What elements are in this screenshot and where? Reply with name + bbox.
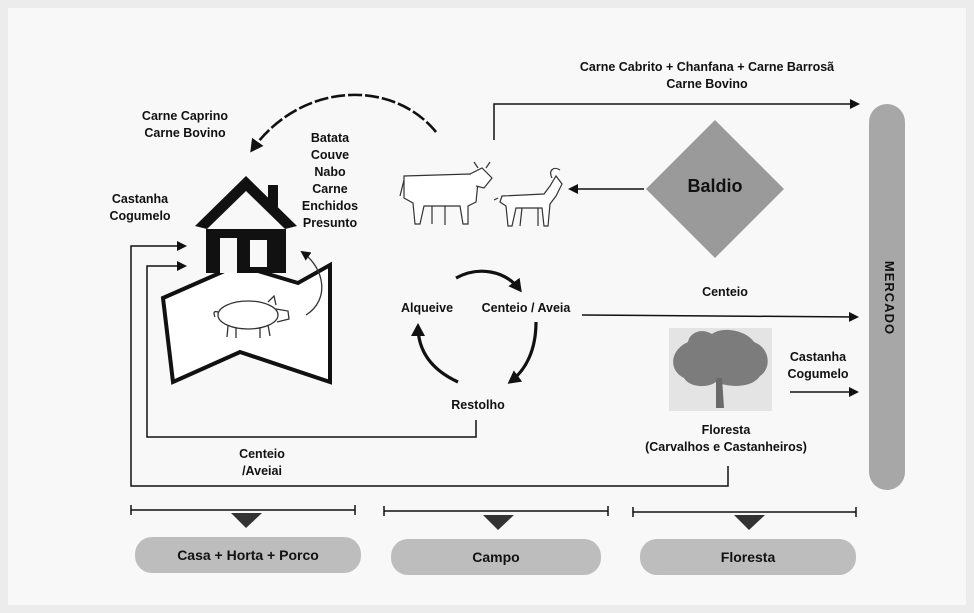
- cycle-arrow-top: [455, 269, 522, 293]
- cycle-arrow-right: [507, 321, 538, 384]
- cow-icon: [399, 161, 493, 225]
- zone-bracket-floresta: [632, 507, 857, 517]
- market-forest-label-2: Cogumelo: [787, 367, 849, 381]
- mercado-bar: [869, 104, 905, 490]
- baldio-label: Baldio: [687, 176, 743, 196]
- zone-pill-casa: Casa + Horta + Porco: [135, 537, 361, 573]
- pig-product-0: Batata: [310, 131, 350, 145]
- alqueive-label: Alqueive: [400, 301, 454, 315]
- market-meat-label-2: Carne Bovino: [666, 77, 748, 91]
- house-icon: [195, 176, 297, 273]
- house-cereal-label-2: /Aveiai: [242, 464, 282, 478]
- baldio-diamond: [646, 120, 784, 258]
- market-meat-label-1: Carne Cabrito + Chanfana + Carne Barrosã: [579, 60, 835, 74]
- restolho-label: Restolho: [451, 398, 505, 412]
- zone-pill-campo: Campo: [391, 539, 601, 575]
- goat-icon: [493, 167, 563, 227]
- market-forest-label-1: Castanha: [789, 350, 847, 364]
- house-meat-label-2: Carne Bovino: [144, 126, 226, 140]
- pig-product-4: Enchidos: [301, 199, 359, 213]
- pig-product-5: Presunto: [302, 216, 358, 230]
- pig-products-arrow: [300, 250, 323, 316]
- floresta-caption: Floresta: [701, 423, 751, 437]
- zone-pill-floresta: Floresta: [640, 539, 856, 575]
- pig-product-2: Nabo: [314, 165, 346, 179]
- house-meat-label-1: Carne Caprino: [141, 109, 229, 123]
- livestock-to-house-arrow: [250, 93, 438, 153]
- floresta-subcaption: (Carvalhos e Castanheiros): [645, 440, 807, 454]
- zone-bracket-casa: [130, 505, 356, 515]
- zone-pointer-campo: [483, 515, 514, 530]
- forest-to-house-arrow: [130, 241, 729, 487]
- house-forest-label-1: Castanha: [111, 192, 169, 206]
- cycle-arrow-left: [411, 323, 459, 384]
- house-cereal-label-1: Centeio: [239, 447, 285, 461]
- zone-pointer-casa: [231, 513, 262, 528]
- house-forest-label-2: Cogumelo: [109, 209, 171, 223]
- restolho-to-house-arrow: [146, 261, 477, 438]
- pig-product-1: Couve: [310, 148, 350, 162]
- zone-bracket-campo: [383, 506, 609, 516]
- mercado-label: MERCADO: [882, 260, 897, 336]
- tree-icon: [669, 328, 772, 411]
- centeio-aveia-label: Centeio / Aveia: [481, 301, 571, 315]
- zone-pointer-floresta: [734, 515, 765, 530]
- pig-product-3: Carne: [312, 182, 348, 196]
- livestock-to-market-arrow: [493, 99, 860, 140]
- pig-icon: [213, 294, 290, 338]
- centeio-to-market-arrow: [581, 311, 859, 322]
- market-centeio-label: Centeio: [702, 285, 748, 299]
